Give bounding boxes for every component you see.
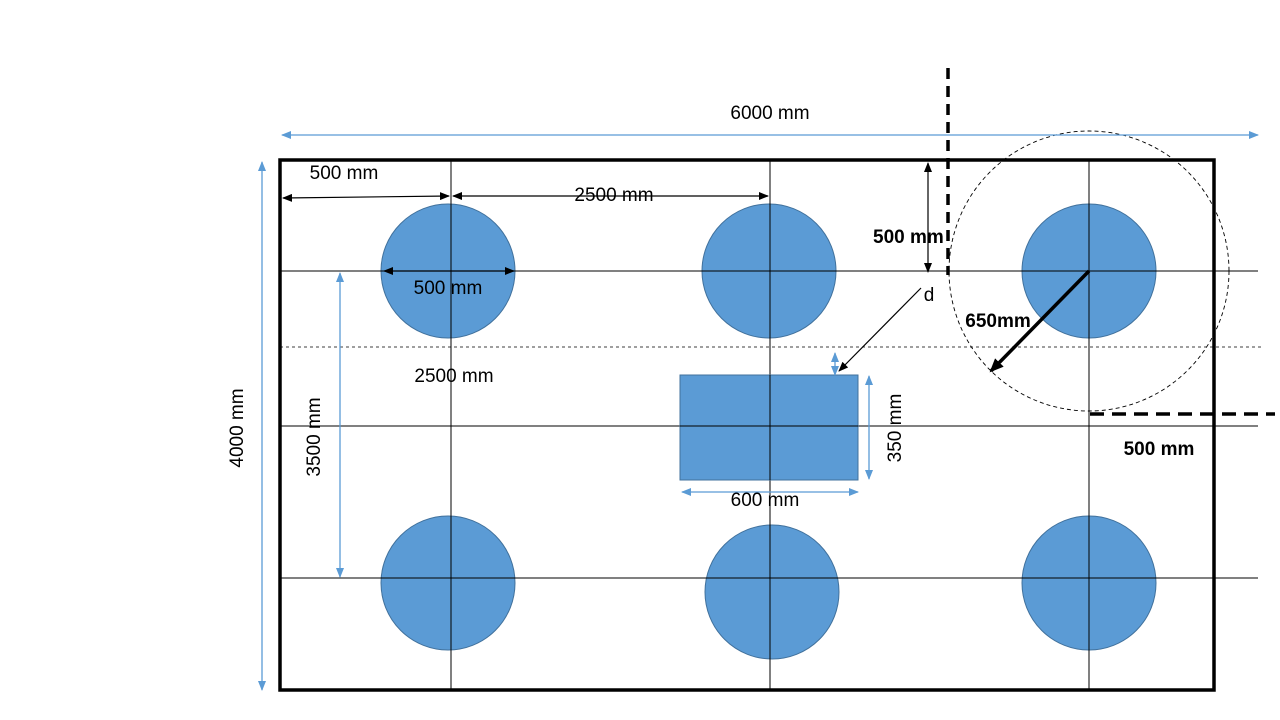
label-total-width: 6000 mm — [730, 103, 809, 124]
label-spacing-x: 2500 mm — [574, 185, 653, 206]
label-radius: 650mm — [965, 311, 1031, 332]
dimension-d-leader — [838, 287, 922, 372]
pile-circle-bottom-left — [380, 515, 516, 651]
dimension-radius-arrow — [989, 269, 1091, 373]
pile-circle-bottom-middle — [704, 524, 840, 660]
label-right-offset: 500 mm — [1124, 439, 1195, 460]
label-d-marker: d — [924, 285, 935, 306]
column-rectangle — [679, 374, 859, 481]
label-rect-width: 600 mm — [731, 490, 800, 511]
label-edge-offset: 500 mm — [310, 163, 379, 184]
label-diameter: 500 mm — [414, 278, 483, 299]
label-top-offset: 500 mm — [873, 227, 944, 248]
dimension-edge-offset — [282, 192, 450, 202]
label-spacing-y: 2500 mm — [414, 366, 493, 387]
label-rect-height: 350 mm — [885, 394, 906, 463]
label-total-height: 4000 mm — [227, 388, 248, 467]
slab-outline — [278, 158, 1216, 692]
label-pitch-y: 3500 mm — [304, 397, 325, 476]
